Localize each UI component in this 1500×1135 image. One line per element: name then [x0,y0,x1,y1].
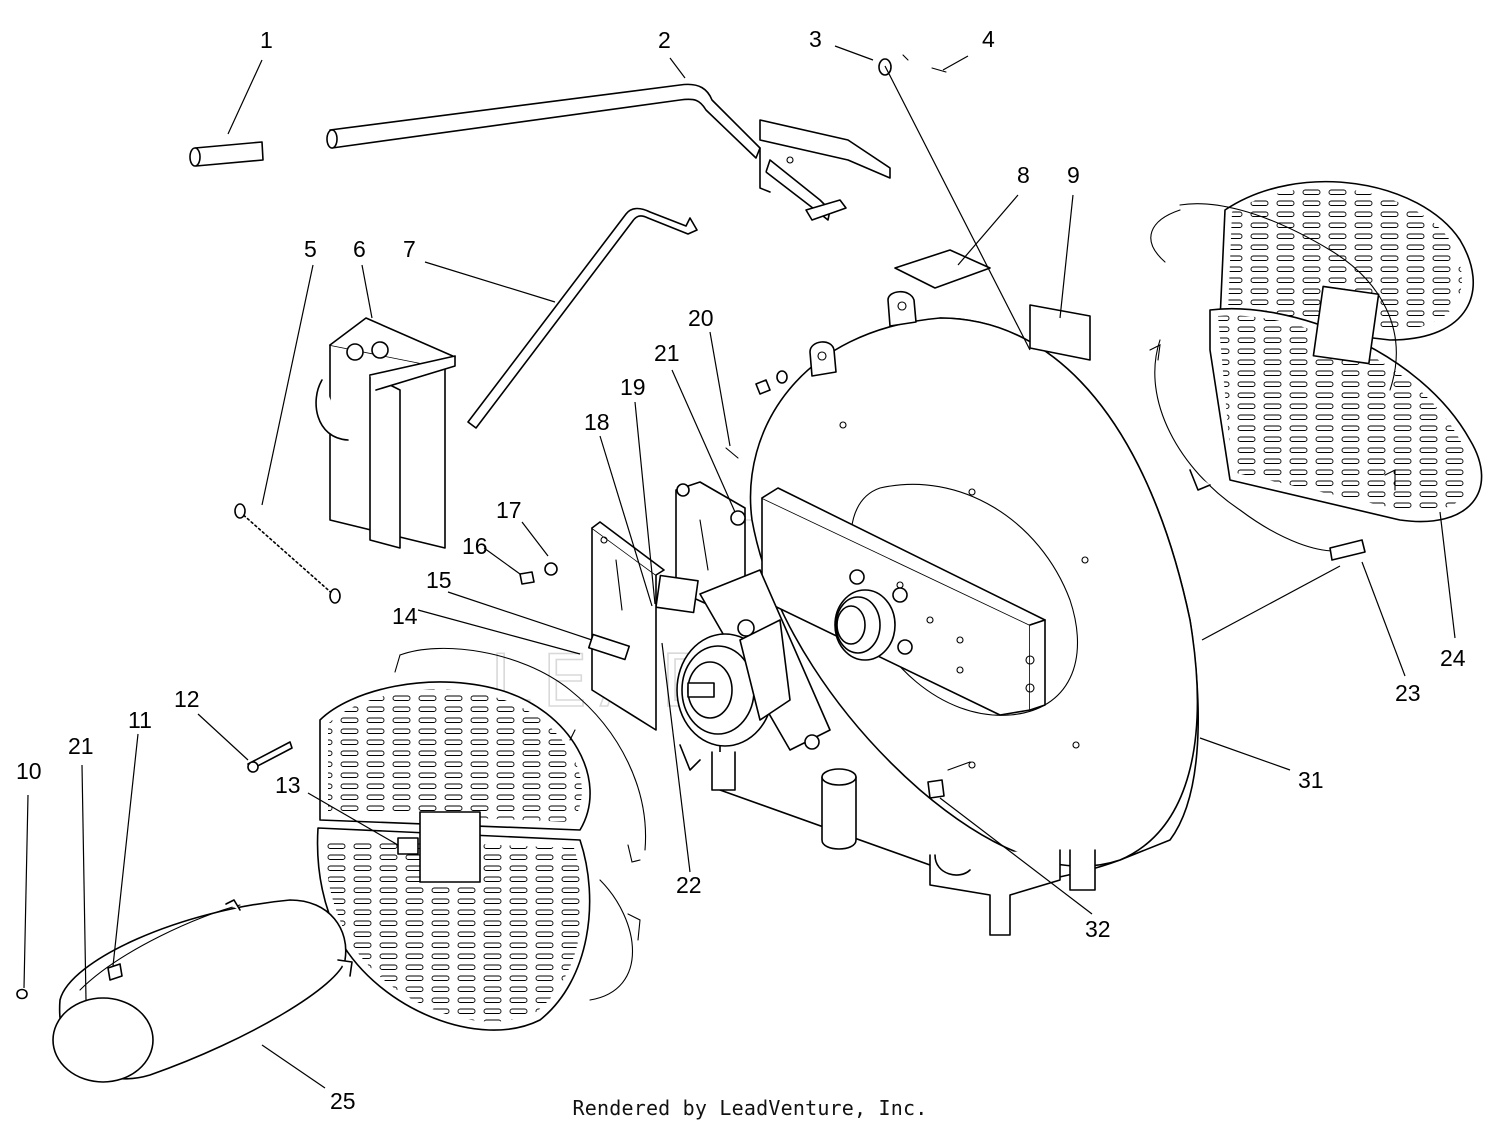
callout-13: 13 [275,772,301,798]
callout-15: 15 [426,567,452,593]
decals [894,249,1091,361]
outlet-stub [821,768,857,850]
callout-19: 19 [620,374,646,400]
callout-14: 14 [392,603,418,629]
callout-21a: 21 [654,340,680,366]
callout-2: 2 [658,27,671,53]
fasteners [16,54,971,1000]
callout-5: 5 [304,236,317,262]
callout-11: 11 [128,707,152,733]
support-bracket [315,317,456,549]
callout-12: 12 [174,686,200,712]
callout-16: 16 [462,533,488,559]
callout-22: 22 [676,872,702,898]
rendered-by-credit: Rendered by LeadVenture, Inc. [572,1096,928,1120]
callout-6: 6 [353,236,366,262]
discharge-chute [52,899,353,1083]
callout-9: 9 [1067,162,1080,188]
callout-17: 17 [496,497,522,523]
callout-24: 24 [1440,645,1466,671]
callout-20: 20 [688,305,714,331]
left-screen [316,647,647,1031]
spring [234,503,341,604]
callout-10: 10 [16,758,42,784]
callout-32: 32 [1085,916,1111,942]
drive-bracket [655,481,831,791]
callout-3: 3 [809,26,822,52]
callout-8: 8 [1017,162,1030,188]
callout-7: 7 [403,236,416,262]
callout-4: 4 [982,26,995,52]
callout-25: 25 [330,1088,356,1114]
callout-21b: 21 [68,733,94,759]
mounting-plate [761,487,1046,716]
side-bracket [587,521,665,731]
leader-lines [23,45,1456,1089]
right-screen [1149,180,1483,561]
callout-labels: 1 2 3 4 5 6 7 8 9 10 11 12 13 14 15 16 1… [16,26,1466,1114]
callout-31: 31 [1298,767,1324,793]
callout-1: 1 [260,27,273,53]
callout-23: 23 [1395,680,1421,706]
control-handle [189,83,891,429]
callout-18: 18 [584,409,610,435]
